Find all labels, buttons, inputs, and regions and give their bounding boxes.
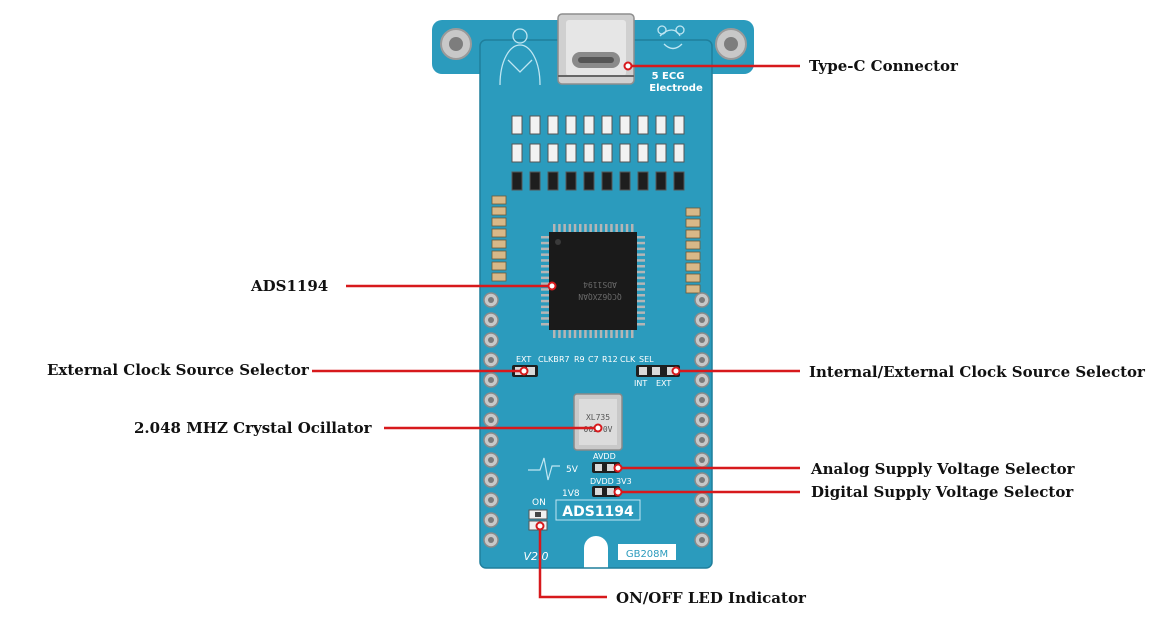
smd-component — [601, 143, 613, 163]
smd-component — [673, 171, 685, 191]
smd-component — [529, 171, 541, 191]
smd-component — [637, 143, 649, 163]
clock-silk-label: CLKB — [538, 355, 559, 364]
voltage-label-3v3: 3V3 — [616, 477, 632, 486]
smd-component — [637, 171, 649, 191]
right-pin-header — [694, 292, 710, 548]
board-name-silk: ADS1194 — [562, 504, 634, 520]
smd-component — [673, 115, 685, 135]
heartbeat-artwork — [528, 457, 560, 481]
clock-silk-label: R12 — [602, 355, 618, 364]
smd-capacitor — [491, 228, 507, 238]
smd-component — [655, 115, 667, 135]
smd-capacitor — [491, 217, 507, 227]
smd-component — [637, 115, 649, 135]
digital-supply-selector — [592, 486, 620, 497]
smd-component — [601, 115, 613, 135]
smd-component — [619, 171, 631, 191]
clock-silk-label: EXT — [516, 355, 531, 364]
clock-silk-label: CLK — [620, 355, 636, 364]
smd-component — [619, 143, 631, 163]
mounting-hole-right — [715, 28, 747, 60]
smd-component — [565, 115, 577, 135]
passive-components — [491, 115, 701, 294]
smd-capacitor — [491, 239, 507, 249]
callout-int-ext-clock-selector: Internal/External Clock Source Selector — [809, 363, 1145, 381]
smd-capacitor — [491, 250, 507, 260]
avdd-label: AVDD — [593, 452, 616, 461]
smd-capacitor — [685, 218, 701, 228]
ads1194-chip: ADS1194 QCQ6ZXQAN — [541, 224, 645, 338]
smd-capacitor — [685, 273, 701, 283]
clock-silk-label: INT — [634, 379, 647, 388]
clock-silk-label: C7 — [588, 355, 599, 364]
smd-component — [583, 115, 595, 135]
int-ext-clock-selector-jumper — [636, 365, 680, 377]
smd-component — [601, 171, 613, 191]
smd-component — [619, 115, 631, 135]
smd-capacitor — [491, 261, 507, 271]
chip-marking-1: ADS1194 — [583, 280, 617, 289]
clock-silk-label: EXT — [656, 379, 671, 388]
part-code-silk: GB208M — [626, 549, 668, 560]
voltage-label-1v8: 1V8 — [562, 489, 580, 499]
smd-component — [583, 171, 595, 191]
board-version-silk: V2.0 — [523, 550, 548, 563]
body-artwork — [499, 25, 685, 86]
electrode-label-line1: 5 ECG — [652, 71, 685, 82]
smd-component — [511, 171, 523, 191]
smd-capacitor — [685, 251, 701, 261]
clock-silk-label: SEL — [639, 355, 654, 364]
callout-led-indicator: ON/OFF LED Indicator — [616, 589, 806, 607]
callout-crystal-oscillator: 2.048 MHZ Crystal Ocillator — [134, 419, 372, 437]
voltage-label-5v: 5V — [566, 465, 579, 475]
callout-external-clock-selector: External Clock Source Selector — [47, 361, 309, 379]
smd-component — [529, 115, 541, 135]
smd-component — [529, 143, 541, 163]
smd-component — [547, 115, 559, 135]
smd-component — [547, 143, 559, 163]
dvdd-label: DVDD — [590, 477, 614, 486]
leader-led — [538, 526, 607, 599]
callout-digital-supply-selector: Digital Supply Voltage Selector — [811, 483, 1074, 501]
left-pin-header — [483, 292, 499, 548]
crystal-marking-1: XL735 — [586, 413, 610, 422]
clock-silk-label: R9 — [574, 355, 585, 364]
mounting-hole-left — [440, 28, 472, 60]
leader-lines — [312, 64, 800, 599]
analog-supply-selector — [592, 462, 620, 473]
smd-component — [655, 171, 667, 191]
smd-component — [673, 143, 685, 163]
smd-component — [583, 143, 595, 163]
smd-capacitor — [491, 272, 507, 282]
smd-component — [547, 171, 559, 191]
clock-silk-label: R7 — [559, 355, 570, 364]
crystal-oscillator: XL735 002-0V — [573, 393, 623, 451]
smd-capacitor — [491, 195, 507, 205]
smd-component — [511, 115, 523, 135]
chip-marking-2: QCQ6ZXQAN — [578, 292, 622, 301]
leader-dots — [519, 61, 681, 531]
smd-capacitor — [491, 206, 507, 216]
smd-component — [511, 143, 523, 163]
electrode-label-line2: Electrode — [649, 83, 703, 94]
callout-ads1194: ADS1194 — [251, 277, 329, 295]
smd-capacitor — [685, 240, 701, 250]
type-c-connector — [557, 13, 635, 85]
on-label: ON — [532, 498, 546, 508]
callout-analog-supply-selector: Analog Supply Voltage Selector — [811, 460, 1075, 478]
smd-capacitor — [685, 207, 701, 217]
smd-component — [655, 143, 667, 163]
smd-capacitor — [685, 229, 701, 239]
smd-component — [565, 171, 577, 191]
smd-capacitor — [685, 284, 701, 294]
smd-component — [565, 143, 577, 163]
smd-capacitor — [685, 262, 701, 272]
callout-type-c-connector: Type-C Connector — [809, 57, 958, 75]
